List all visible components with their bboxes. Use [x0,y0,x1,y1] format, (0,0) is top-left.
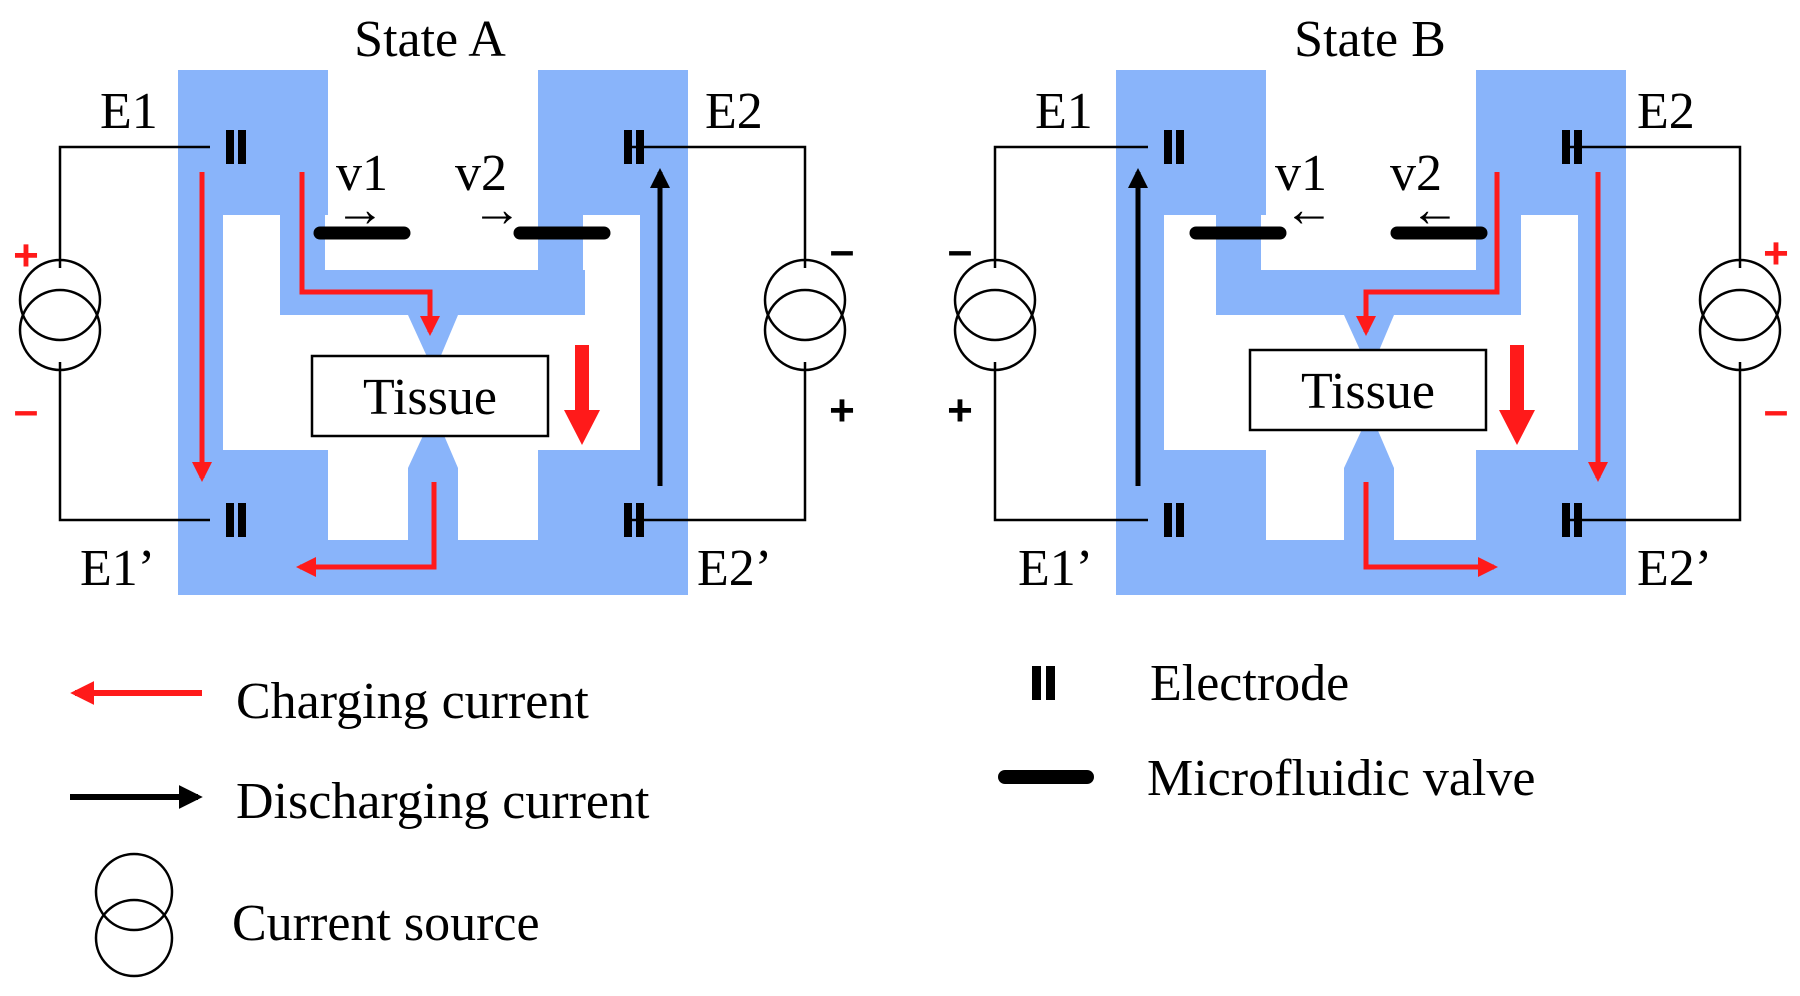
state-a-left-circuit [58,145,210,522]
state-a-left-minus: – [14,386,38,435]
state-b-valve-v1-label: v1 [1275,145,1327,202]
electrode-icon [1164,503,1184,537]
state-a-right-plus: + [829,386,855,435]
state-a-valve-v1-label: v1 [336,145,388,202]
current-source-icon [1698,258,1782,372]
state-a-left-plus: + [13,231,39,280]
state-b-label-e1p: E1’ [1018,540,1093,597]
electrode-icon [624,503,644,537]
state-a-charging-currents [192,172,440,577]
legend-discharging-label: Discharging current [236,773,650,830]
state-a-valve-v2-label: v2 [455,145,507,202]
state-b-right-plus: + [1763,229,1789,278]
current-source-icon [18,258,102,372]
state-a-label-e2: E2 [705,83,763,140]
electrode-icon [624,130,644,164]
state-a-label-e1: E1 [100,83,158,140]
state-a-right-minus: – [830,226,854,275]
state-b-left-plus: + [947,386,973,435]
state-a-valve-v2-direction: → [472,181,522,237]
state-b-right-circuit [1570,145,1742,522]
state-b-valve-v2-label: v2 [1390,145,1442,202]
arrow-icon [299,172,440,336]
state-b-right-minus: – [1764,386,1788,435]
legend-electrode-label: Electrode [1150,655,1349,712]
arrow-icon [1356,172,1500,336]
state-b-label-e2: E2 [1637,83,1695,140]
electrode-icon [226,130,246,164]
state-b-channel [1116,70,1626,595]
state-b-tissue-label: Tissue [1301,363,1435,420]
legend-source-label: Current source [232,895,540,952]
state-b-charging-currents [1356,172,1608,577]
state-a-label-e2p: E2’ [697,540,772,597]
legend-charging-label: Charging current [236,673,589,730]
legend-valve-label: Microfluidic valve [1147,750,1535,807]
state-b-flow-arrow [1499,345,1535,445]
state-a-label-e1p: E1’ [80,540,155,597]
electrode-icon [226,503,246,537]
state-b-tissue-box [1248,348,1488,432]
state-a-panel: State A + – [13,11,855,597]
legend: Charging current Discharging current Cur… [70,655,1535,978]
legend-electrode-icon [1032,666,1055,700]
arrow-icon [1363,482,1498,577]
legend-current-source-icon [94,852,174,978]
state-a-flow-arrow [564,345,600,445]
state-b-label-e1: E1 [1035,83,1093,140]
state-b-label-e2p: E2’ [1637,540,1712,597]
state-b-left-minus: – [948,226,972,275]
current-source-icon [763,258,847,372]
state-a-tissue-box [310,354,550,438]
state-b-panel: State B – + [947,11,1789,597]
state-a-right-circuit [630,145,807,522]
electrode-icon [1164,130,1184,164]
current-source-icon [953,258,1037,372]
state-a-tissue-label: Tissue [363,369,497,426]
electrode-icon [1562,130,1582,164]
state-b-title: State B [1294,11,1446,68]
state-b-valve-v1-direction: ← [1284,181,1334,237]
electrode-icon [1562,503,1582,537]
state-a-title: State A [354,11,506,68]
arrow-icon [296,482,437,577]
state-b-left-circuit [993,145,1148,522]
